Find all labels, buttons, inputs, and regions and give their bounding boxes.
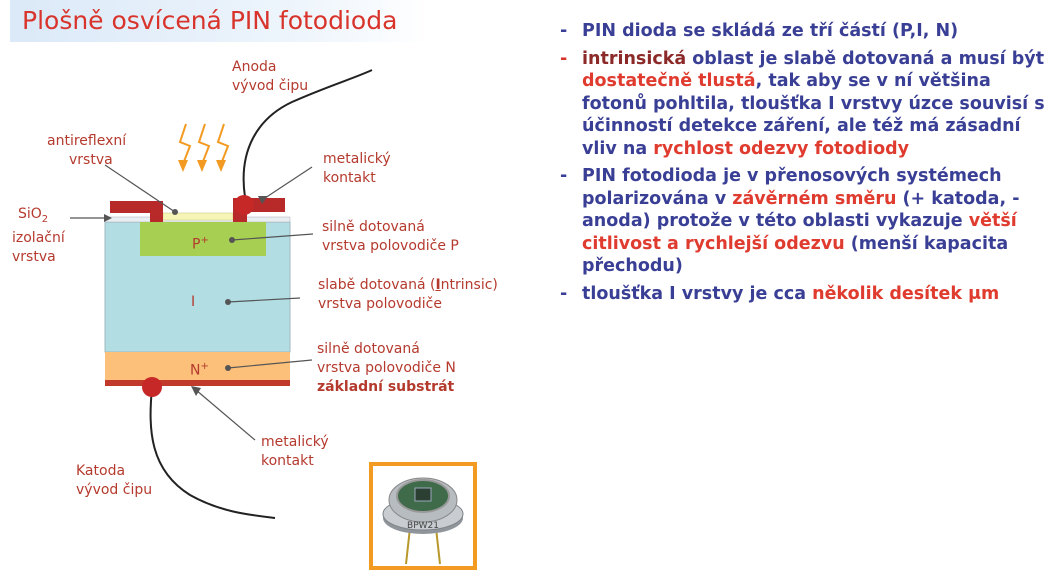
bullet-2-thick: dostatečně tlustá <box>582 71 756 91</box>
pin-diagram <box>70 69 373 519</box>
label-slabe-line2: vrstva polovodiče <box>318 296 442 312</box>
label-metalicky-top: metalický kontakt <box>323 150 391 188</box>
label-antireflexni: antireflexní vrstva <box>47 132 126 170</box>
bullet-3-sensitivity: větší citlivost a rychlejší odezvu <box>582 211 1017 254</box>
slide-title: Plošně osvícená PIN fotodioda <box>22 6 398 35</box>
bullet-2-text-b: , tak aby se v ní většina fotonů pohltil… <box>582 71 1045 159</box>
photon-arrows <box>178 123 230 165</box>
label-metalicky-bottom-line1: metalický <box>261 434 329 450</box>
n-region-superscript: + <box>200 361 209 372</box>
bullet-2: - intrinsická oblast je slabě dotovaná a… <box>560 48 1055 161</box>
bullet-3-text-c: (menší kapacita přechodu) <box>582 233 1009 277</box>
label-silne-p: silně dotovaná vrstva polovodiče P <box>322 218 459 256</box>
cathode-bond <box>142 377 162 397</box>
bullet-3-text-a: PIN fotodioda je v přenosových systémech… <box>582 166 1002 209</box>
bullet-2-text-a: oblast je slabě dotovaná a musí být <box>686 48 1045 69</box>
bullet-3-reverse: závěrném směru <box>732 188 897 209</box>
label-anoda-line2: vývod čipu <box>232 78 309 94</box>
bullet-1-text: PIN dioda se skládá ze tří částí (P,I, N… <box>582 21 959 41</box>
label-silne-n-line1: silně dotovaná <box>317 341 420 357</box>
bullet-2-intrinsic: intrinsická <box>582 48 687 69</box>
label-slabe: slabě dotovaná (Intrinsic) vrstva polovo… <box>318 276 498 314</box>
photo-marking: BPW21 <box>407 521 439 531</box>
label-sio2: SiO2 izolační vrstva <box>12 205 65 267</box>
label-silne-p-line2: vrstva polovodiče P <box>322 238 459 254</box>
p-region-text: P <box>192 236 201 253</box>
p-region-superscript: + <box>200 235 209 246</box>
label-silne-n-line2: vrstva polovodiče N <box>317 360 456 376</box>
component-photo: BPW21 <box>369 462 477 570</box>
title-bar <box>10 0 430 42</box>
label-slabe-line1: slabě dotovaná (Intrinsic) <box>318 276 498 295</box>
sio2-text: SiO <box>18 206 42 222</box>
i-region-label: I <box>191 294 196 310</box>
label-metalicky-top-line1: metalický <box>323 151 391 167</box>
bullet-dash: - <box>560 48 568 69</box>
label-antireflexni-line1: antireflexní <box>47 133 127 149</box>
anode-wire <box>242 69 373 198</box>
cathode-wire <box>149 387 276 519</box>
label-izolacni-line: izolační <box>12 229 65 246</box>
label-substrat: základní substrát <box>317 379 455 395</box>
label-metalicky-top-line2: kontakt <box>323 170 376 186</box>
label-izolacni-vrstva-line: vrstva <box>12 248 56 265</box>
slabe-post: ntrinsic) <box>440 277 498 293</box>
p-region-label: P+ <box>192 231 209 255</box>
label-silne-p-line1: silně dotovaná <box>322 219 425 235</box>
left-contact <box>110 201 163 222</box>
label-anoda: Anoda vývod čipu <box>232 58 308 96</box>
photodiode-illustration: BPW21 <box>382 477 464 565</box>
label-katoda-line2: vývod čipu <box>76 482 153 498</box>
label-metalicky-bottom-line2: kontakt <box>261 453 314 469</box>
label-katoda-line1: Katoda <box>76 463 126 479</box>
bullet-3-text-b: (+ katoda, - anoda) protože v této oblas… <box>582 188 1020 232</box>
label-antireflexni-line2: vrstva <box>69 152 113 168</box>
label-silne-n: silně dotovaná vrstva polovodiče N zákla… <box>317 340 456 397</box>
bullet-dash: - <box>560 166 568 186</box>
slabe-underlined: I <box>435 277 441 293</box>
bullet-3: - PIN fotodioda je v přenosových systéme… <box>560 165 1055 278</box>
n-region-text: N <box>190 362 201 379</box>
label-anoda-line1: Anoda <box>232 59 277 75</box>
label-sio2-line1: SiO2 <box>12 205 65 229</box>
n-region <box>105 352 290 380</box>
bullet-dash: - <box>560 283 568 304</box>
bullet-dash: - <box>560 21 568 41</box>
bullet-4-thickness: několik desítek μm <box>812 283 1000 304</box>
substrate-layer <box>105 380 290 386</box>
n-region-label: N+ <box>190 357 209 381</box>
bullet-1: - PIN dioda se skládá ze tří částí (P,I,… <box>560 20 1055 43</box>
slabe-pre: slabě dotovaná ( <box>318 277 436 293</box>
label-metalicky-bottom: metalický kontakt <box>261 433 329 471</box>
label-katoda: Katoda vývod čipu <box>76 462 152 500</box>
bullet-4-text: tloušťka I vrstvy je cca <box>582 283 813 304</box>
sio2-subscript: 2 <box>41 213 49 225</box>
bullet-2-speed: rychlost odezvy fotodiody <box>653 138 910 159</box>
bullet-list: - PIN dioda se skládá ze tří částí (P,I,… <box>560 20 1055 310</box>
bullet-4: - tloušťka I vrstvy je cca několik desít… <box>560 283 1055 306</box>
anode-bond <box>234 195 254 215</box>
